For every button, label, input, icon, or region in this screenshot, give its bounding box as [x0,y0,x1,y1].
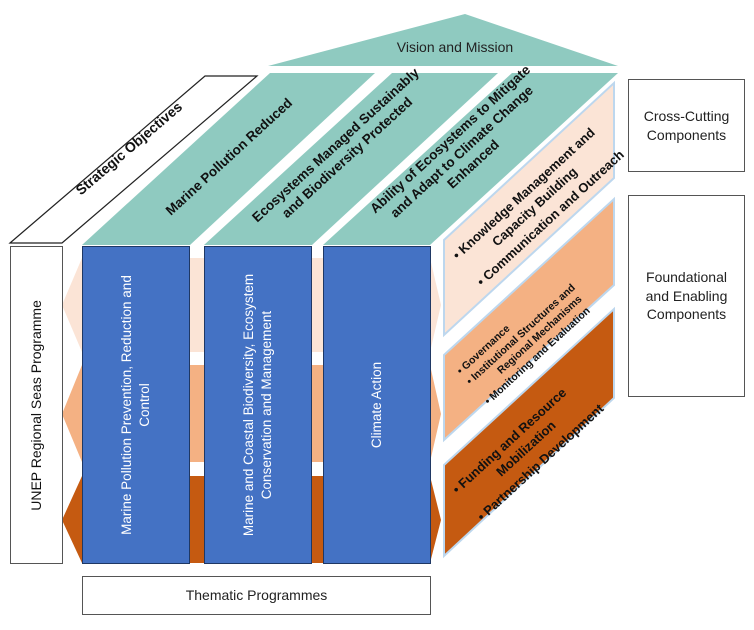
cross-cutting-label-line1: Cross-Cutting [643,107,730,124]
vision-mission-label: Vision and Mission [397,39,513,55]
thematic-1-line2: Control [137,383,152,427]
thematic-1-label: Marine Pollution Prevention, Reduction a… [118,275,154,535]
resources-panel [443,306,615,559]
enabling-panel [443,196,615,443]
programme-box: UNEP Regional Seas Programme [10,246,63,564]
thematic-programmes-label: Thematic Programmes [185,587,328,604]
programme-label: UNEP Regional Seas Programme [28,299,45,511]
thematic-3-line1: Climate Action [368,361,384,449]
thematic-column-1: Marine Pollution Prevention, Reduction a… [82,246,190,564]
strategic-objectives-box [8,75,259,244]
thematic-2-line1: Marine and Coastal Biodiversity, Ecosyst… [240,273,256,537]
thematic-programmes-box: Thematic Programmes [82,576,431,615]
cross-cutting-panel [443,80,615,338]
objective-2-shape [204,73,498,245]
thematic-1-line1: Marine Pollution Prevention, Reduction a… [118,275,134,535]
thematic-column-2: Marine and Coastal Biodiversity, Ecosyst… [204,246,312,564]
cross-cutting-box: Cross-Cutting Components [628,79,745,172]
foundational-label-line1: Foundational [646,268,727,285]
cross-cutting-label-line2: Components [646,126,727,143]
objective-3-shape [323,73,618,245]
thematic-2-line2: Conservation and Management [259,310,274,500]
vision-mission-roof [268,14,618,66]
thematic-3-label: Climate Action [368,362,386,448]
foundational-label-line2: and Enabling [645,287,728,304]
objective-1-shape [82,73,375,245]
thematic-column-3: Climate Action [323,246,431,564]
foundational-label-line3: Components [646,306,727,323]
thematic-2-label: Marine and Coastal Biodiversity, Ecosyst… [240,274,276,536]
foundational-box: Foundational and Enabling Components [628,195,745,397]
